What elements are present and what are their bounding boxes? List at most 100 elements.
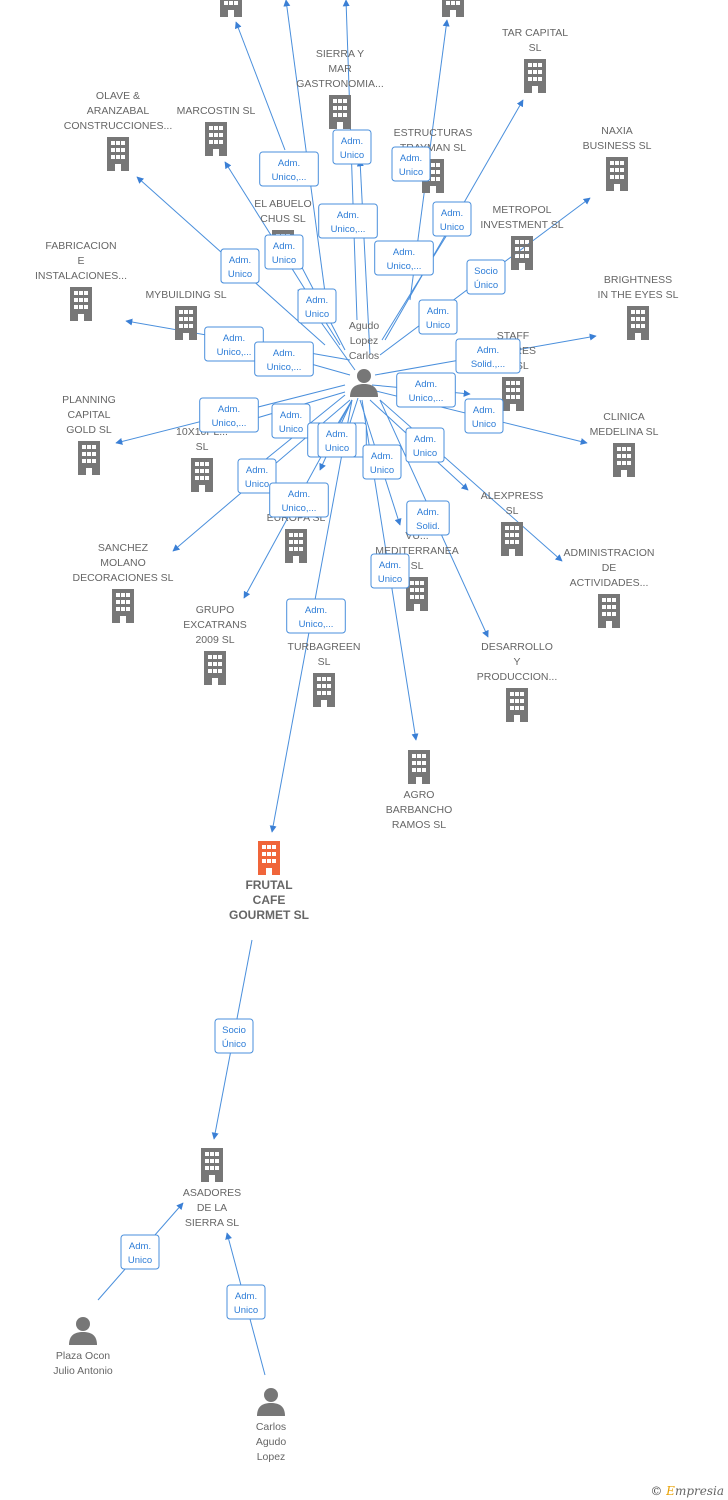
edge-role-label[interactable]: Adm.Unico,...	[374, 240, 434, 276]
edge-role-label[interactable]: Adm.Unico	[432, 201, 472, 237]
person-icon	[257, 1388, 285, 1416]
node-label: BRIGHTNESS	[604, 274, 672, 286]
edge-label-text: Unico,...	[331, 224, 366, 235]
edge-role-label[interactable]: Adm.Solid.,...	[455, 338, 521, 374]
edge-role-label[interactable]: Adm.Unico	[226, 1284, 266, 1320]
node-mybuilding[interactable]: MYBUILDING SL	[145, 289, 227, 340]
edge-role-label[interactable]: Adm.Unico	[264, 234, 304, 270]
edge-role-label[interactable]: Adm.Unico	[391, 146, 431, 182]
edge-label-box	[254, 341, 314, 377]
building-icon	[220, 0, 242, 17]
edge-role-label[interactable]: Adm.Unico,...	[396, 372, 456, 408]
edge-role-label[interactable]: Adm.Unico	[362, 444, 402, 480]
copyright-symbol: ©	[650, 1484, 663, 1498]
edge-label-text: Unico	[340, 150, 364, 161]
node-olave[interactable]: OLAVE &ARANZABALCONSTRUCCIONES...	[64, 90, 173, 171]
building-icon	[598, 594, 620, 628]
building-icon	[506, 688, 528, 722]
node-label: SIERRA SL	[185, 1217, 239, 1229]
edge-label-text: Unico	[325, 443, 349, 454]
edge-role-label[interactable]: Adm.Unico	[370, 553, 410, 589]
node-label: ALEXPRESS	[481, 490, 543, 502]
edge-label-text: Adm.	[379, 560, 401, 571]
node-label: Y	[513, 656, 520, 668]
edge-role-label[interactable]: Adm.Unico	[405, 427, 445, 463]
edge-role-label[interactable]: Adm.Unico	[297, 288, 337, 324]
edge-role-label[interactable]: Adm.Unico	[220, 248, 260, 284]
edge-role-label[interactable]: Adm.Unico	[237, 458, 277, 494]
edge-role-label[interactable]: Adm.Unico	[120, 1234, 160, 1270]
node-label: SIERRA Y	[316, 48, 364, 60]
node-sierra-mar[interactable]: SIERRA YMARGASTRONOMIA...	[296, 48, 384, 129]
node-label: CHUS SL	[260, 213, 306, 225]
building-icon	[191, 458, 213, 492]
edge-label-text: Unico	[426, 320, 450, 331]
node-label: GRUPO	[196, 604, 235, 616]
node-label: EL ABUELO	[254, 198, 311, 210]
edge-role-label[interactable]: Adm.Unico,...	[199, 397, 259, 433]
edge-role-label[interactable]: Adm.Unico,...	[269, 482, 329, 518]
edge-role-label[interactable]: Adm.Unico	[464, 398, 504, 434]
edge-role-label[interactable]: Adm.Unico,...	[254, 341, 314, 377]
node-marcostin[interactable]: MARCOSTIN SL	[177, 105, 256, 156]
edge-label-text: Unico	[472, 419, 496, 430]
building-icon	[408, 750, 430, 784]
edge-role-label[interactable]: Adm.Unico,...	[286, 598, 346, 634]
edge-label-text: Unico,...	[299, 619, 334, 630]
node-label: MOLANO	[100, 557, 146, 569]
node-desarrollo[interactable]: DESARROLLOYPRODUCCION...	[477, 641, 558, 722]
edge-role-label[interactable]: Adm.Unico	[317, 422, 357, 458]
edge-label-text: Unico	[128, 1255, 152, 1266]
node-top-right[interactable]	[442, 0, 464, 17]
node-label: GOLD SL	[66, 424, 112, 436]
building-icon	[70, 287, 92, 321]
edge-role-label[interactable]: Adm.Unico,...	[259, 151, 319, 187]
node-label: DE	[602, 562, 617, 574]
node-10x10[interactable]: 10X10PL...SL	[176, 426, 228, 492]
edge-role-label[interactable]: Adm.Unico,...	[318, 203, 378, 239]
edge-label-box	[199, 397, 259, 433]
edge-label-box	[418, 299, 458, 335]
node-label: ESTRUCTURAS	[394, 127, 473, 139]
node-top-left[interactable]	[220, 0, 242, 17]
building-icon	[175, 306, 197, 340]
node-el-abuelo[interactable]: EL ABUELO CHUS SL	[254, 198, 312, 264]
edge-role-label[interactable]: Adm.Unico	[418, 299, 458, 335]
edge-role-label[interactable]: Adm.Unico	[271, 403, 311, 439]
node-label: AGRO	[404, 789, 435, 801]
edge-label-text: Adm.	[223, 333, 245, 344]
building-icon	[78, 441, 100, 475]
edge-label-box	[264, 234, 304, 270]
edge-label-text: Unico	[305, 309, 329, 320]
edge-label-text: Adm.	[288, 489, 310, 500]
edge-role-label[interactable]: Adm.Solid.	[406, 500, 450, 536]
edge-label-box	[220, 248, 260, 284]
edge-label-box	[297, 288, 337, 324]
node-label: SANCHEZ	[98, 542, 149, 554]
node-label: BARBANCHO	[386, 804, 453, 816]
edge-role-label[interactable]: Adm.Unico	[332, 129, 372, 165]
brand-logo[interactable]: Empresia	[666, 1484, 724, 1498]
node-administracion[interactable]: ADMINISTRACIONDEACTIVIDADES...	[563, 547, 655, 628]
node-label: GASTRONOMIA...	[296, 78, 384, 90]
node-fabricacion[interactable]: FABRICACIONEINSTALACIONES...	[35, 240, 127, 321]
edge-label-text: Unico,...	[272, 172, 307, 183]
